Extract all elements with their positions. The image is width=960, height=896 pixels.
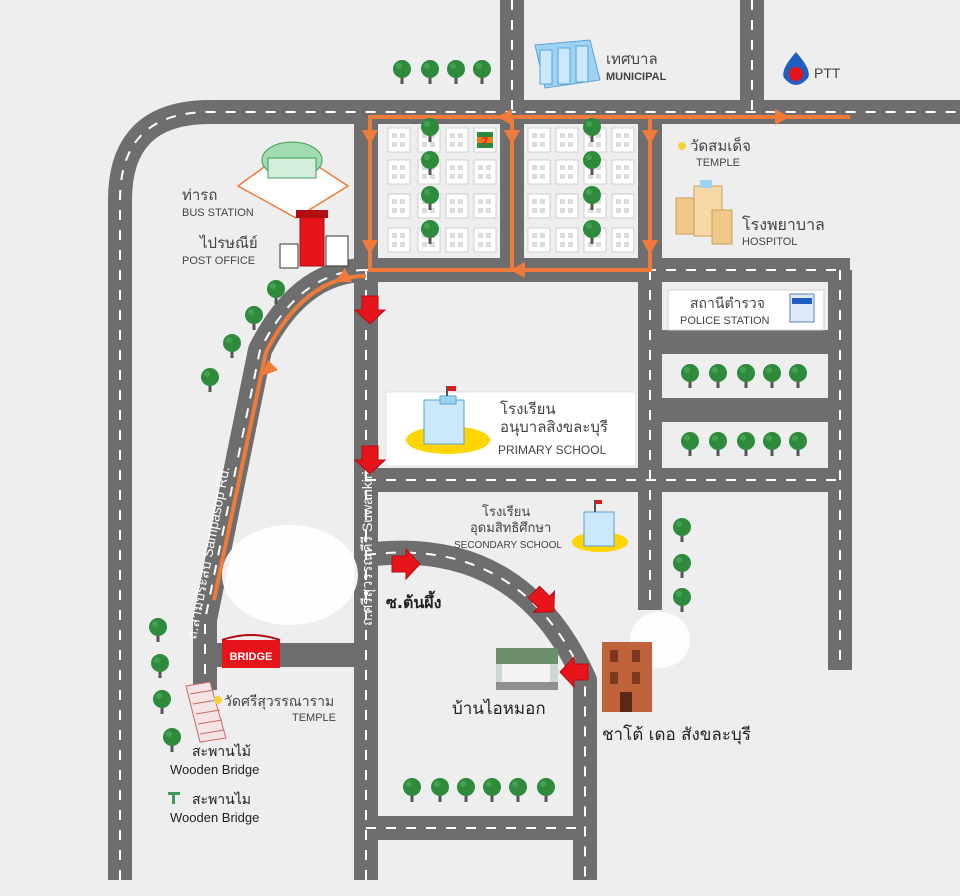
secondary-school-label-th2: อุดมสิทธิศึกษา (470, 521, 551, 536)
ptt-logo-icon (783, 52, 809, 85)
wooden-bridge-label-th-2: สะพานไม (192, 791, 251, 808)
blur-patch (222, 525, 358, 625)
bridge-label: BRIDGE (230, 651, 273, 663)
municipal-label-th: เทศบาล (606, 50, 658, 68)
police-station-icon (789, 293, 815, 323)
soi-tonphueng-label: ซ.ต้นผึ้ง (386, 590, 441, 612)
primary-school-label-en: PRIMARY SCHOOL (498, 443, 607, 457)
police-station-label-th: สถานีตำรวจ (690, 296, 765, 312)
ban-ai-mok-photo (496, 648, 558, 690)
wooden-bridge-label-th-1: สะพานไม้ (192, 743, 251, 760)
svg-text:7: 7 (482, 136, 488, 148)
temple-top-label-en: TEMPLE (696, 157, 740, 169)
police-station-label-en: POLICE STATION (680, 315, 769, 327)
temple-dot-icon (678, 142, 686, 150)
secondary-school-icon (572, 500, 628, 552)
primary-school-icon (406, 386, 490, 454)
ptt-label: PTT (814, 65, 841, 81)
bus-station-icon (236, 141, 350, 219)
primary-school-label-th1: โรงเรียน (500, 400, 556, 418)
municipal-label-en: MUNICIPAL (606, 71, 667, 83)
ban-ai-mok-label: บ้านไอหมอก (452, 698, 546, 719)
house-block-right (527, 118, 635, 253)
municipal-building-icon (534, 39, 601, 89)
bus-station-label-th: ท่ารถ (182, 186, 217, 204)
route-arrows (262, 109, 790, 376)
bus-station-label-en: BUS STATION (182, 207, 254, 219)
wooden-bridge-icon (185, 681, 227, 743)
temple-bottom-label-en: TEMPLE (292, 712, 336, 724)
wooden-bridge-label-en-1: Wooden Bridge (170, 762, 259, 777)
temple-bottom-dot-icon (214, 696, 222, 704)
post-office-icon (279, 210, 349, 269)
hospital-building-icon (675, 180, 733, 245)
primary-school-label-th2: อนุบาลสิงขละบุรี (500, 418, 608, 437)
post-office-label-en: POST OFFICE (182, 255, 255, 267)
secondary-school-label-en: SECONDARY SCHOOL (454, 540, 562, 551)
temple-top-label-th: วัดสมเด็จ (690, 136, 751, 155)
chateau-photo (602, 642, 652, 712)
seven-eleven-icon: 7 (473, 127, 497, 153)
wooden-bridge-label-en-2: Wooden Bridge (170, 810, 259, 825)
wooden-bridge-small-icon (168, 792, 180, 804)
chateau-label: ชาโต้ เดอ สังขละบุรี (602, 724, 751, 745)
secondary-school-label-th1: โรงเรียน (482, 504, 530, 520)
hospital-label-th: โรงพยาบาล (742, 215, 825, 234)
temple-bottom-label-th: วัดศรีสุวรรณาราม (224, 694, 334, 710)
bridge-icon (221, 634, 281, 668)
hospital-label-en: HOSPITOL (742, 236, 797, 248)
post-office-label-th: ไปรษณีย์ (199, 234, 258, 252)
srisuwankiri-road-label: ถ.ศรีสุวรรณคีรี Suwankiri Rd. (359, 446, 376, 626)
